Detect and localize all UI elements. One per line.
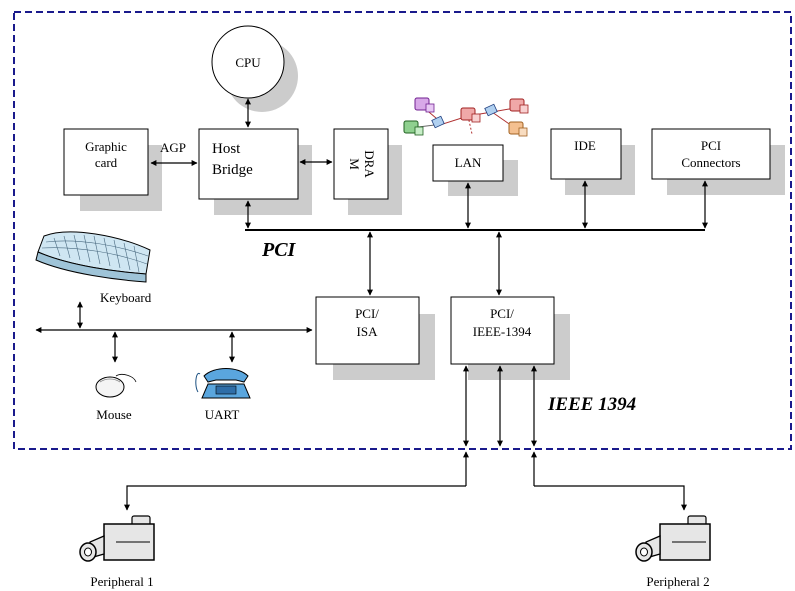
keyboard-label: Keyboard — [100, 290, 152, 305]
pci-ieee-label-1: PCI/ — [490, 306, 514, 321]
camera-icon — [635, 515, 711, 562]
pci-ieee-box — [450, 296, 555, 365]
keyboard-icon — [35, 231, 151, 283]
pci-isa-label-1: PCI/ — [355, 306, 379, 321]
peripheral-2-cable — [534, 485, 687, 511]
mouse-label: Mouse — [96, 407, 132, 422]
pci-connectors-label-1: PCI — [701, 138, 721, 153]
uart-label: UART — [205, 407, 240, 422]
graphic-card-label-2: card — [95, 155, 118, 170]
system-boundary — [13, 11, 792, 450]
pci-connectors-box — [651, 128, 771, 180]
host-bridge-box — [198, 128, 299, 200]
pci-isa-label-2: ISA — [357, 324, 379, 339]
ieee-bus-label: IEEE 1394 — [547, 394, 636, 415]
host-bridge-label-1: Host — [212, 141, 241, 157]
cpu-node — [211, 25, 285, 99]
peripheral-1-label: Peripheral 1 — [90, 574, 153, 589]
lan-box — [432, 144, 504, 182]
ide-box — [550, 128, 622, 180]
network-computers-icon — [403, 97, 529, 137]
pci-connectors-label-2: Connectors — [681, 155, 740, 170]
dram-box — [333, 128, 389, 200]
camera-icon — [79, 515, 155, 562]
agp-label: AGP — [160, 140, 186, 155]
ide-label: IDE — [574, 138, 596, 153]
dram-label-2: M — [347, 158, 362, 170]
pci-bus-label: PCI — [261, 239, 297, 261]
cpu-label: CPU — [235, 55, 261, 70]
pci-ieee-label-2: IEEE-1394 — [473, 324, 532, 339]
mouse-icon — [95, 374, 137, 398]
graphic-card-box — [63, 128, 149, 196]
peripheral-2-label: Peripheral 2 — [646, 574, 709, 589]
host-bridge-label-2: Bridge — [212, 162, 253, 178]
graphic-card-label-1: Graphic — [85, 139, 127, 154]
pci-isa-box — [315, 296, 420, 365]
lan-label: LAN — [455, 155, 482, 170]
dram-label-1: DRA — [362, 150, 377, 178]
peripheral-1-cable — [124, 485, 466, 511]
telephone-icon — [195, 368, 251, 399]
